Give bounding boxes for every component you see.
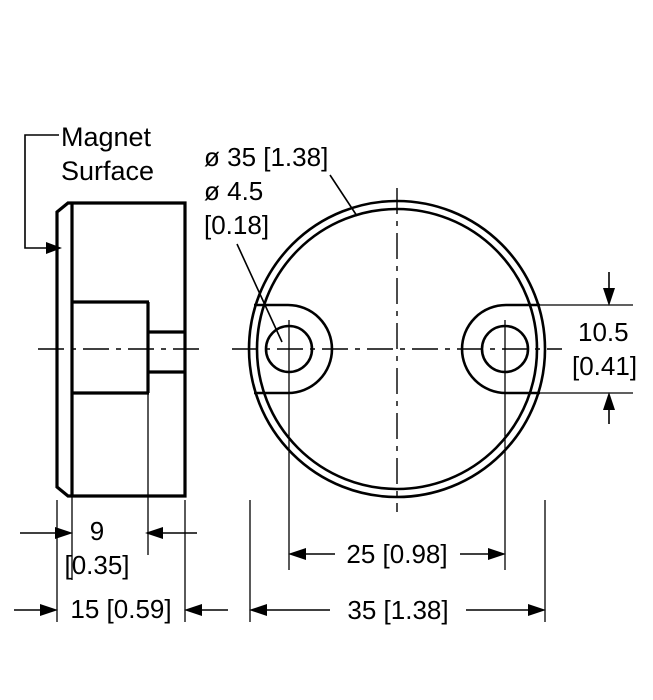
ear-height-arrow-bottom bbox=[603, 392, 615, 410]
overall-width-arrow-left bbox=[249, 604, 267, 616]
overall-width-arrow-right bbox=[528, 604, 546, 616]
step-depth-arrow-right bbox=[145, 527, 163, 539]
magnet-surface-arrowhead bbox=[46, 242, 62, 254]
total-depth-label: 15 [0.59] bbox=[70, 594, 171, 624]
outer-diameter-leader bbox=[329, 174, 358, 217]
overall-width-dimension bbox=[249, 500, 546, 622]
hole-spacing-dimension bbox=[288, 378, 506, 570]
hole-diameter-label-line2: [0.18] bbox=[204, 210, 269, 240]
step-depth-label-line1: 9 bbox=[90, 516, 104, 546]
front-circular-view bbox=[232, 188, 562, 512]
step-depth-dimension bbox=[20, 496, 197, 580]
outer-diameter-label: ø 35 [1.38] bbox=[204, 142, 328, 172]
ear-height-label-line1: 10.5 bbox=[578, 317, 629, 347]
hole-spacing-arrow-left bbox=[288, 548, 306, 560]
magnet-surface-label-line2: Surface bbox=[61, 156, 154, 186]
hole-spacing-arrow-right bbox=[488, 548, 506, 560]
magnet-surface-leader bbox=[24, 134, 62, 254]
hole-diameter-label-line1: ø 4.5 bbox=[204, 176, 263, 206]
total-depth-arrow-left bbox=[40, 604, 58, 616]
step-depth-arrow-left bbox=[55, 527, 73, 539]
ear-height-dimension bbox=[538, 272, 633, 424]
ear-height-arrow-top bbox=[603, 288, 615, 306]
side-section-view bbox=[38, 201, 206, 498]
magnet-surface-leader-line bbox=[24, 134, 59, 249]
step-depth-label-line2: [0.35] bbox=[64, 550, 129, 580]
hole-diameter-leader bbox=[236, 243, 283, 343]
magnet-surface-label-line1: Magnet bbox=[61, 122, 152, 152]
total-depth-arrow-right bbox=[184, 604, 202, 616]
side-view-outer-body bbox=[55, 201, 187, 498]
total-depth-dimension bbox=[14, 500, 228, 622]
ear-height-label-line2: [0.41] bbox=[572, 351, 637, 381]
hole-spacing-label: 25 [0.98] bbox=[346, 539, 447, 569]
overall-width-label: 35 [1.38] bbox=[347, 595, 448, 625]
